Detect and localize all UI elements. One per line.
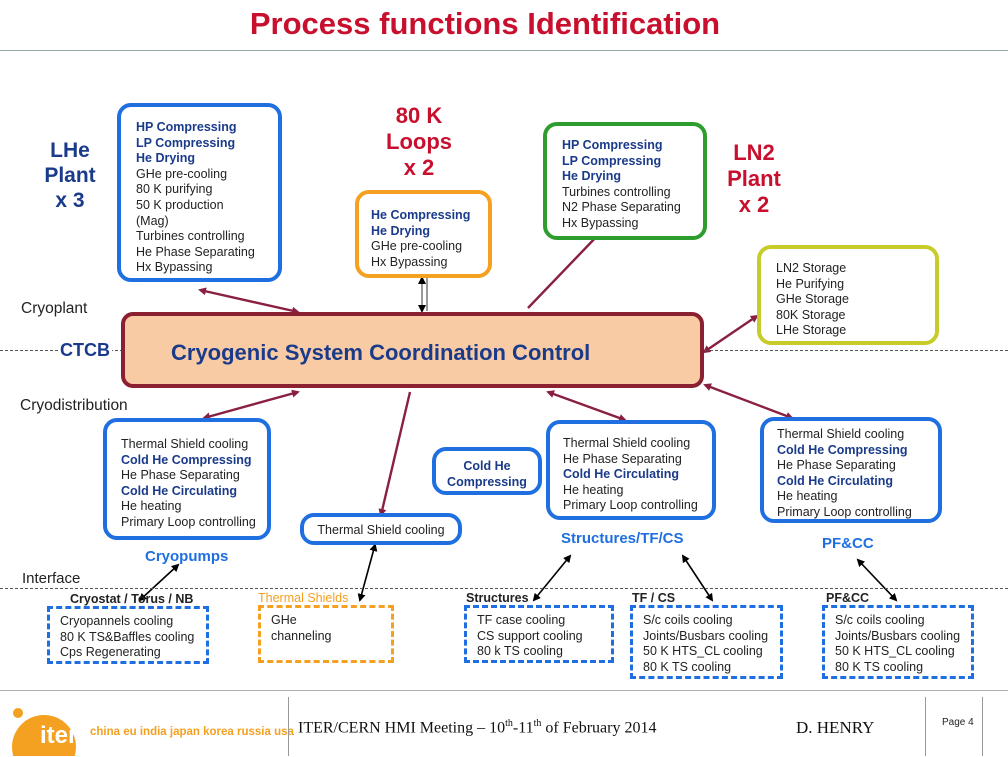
- coordination-control-box: Cryogenic System Coordination Control: [121, 312, 704, 388]
- storage-box: LN2 Storage He Purifying GHe Storage 80K…: [757, 245, 939, 345]
- arrow-center-distleft: [202, 389, 300, 421]
- cryodistribution-label: Cryodistribution: [20, 397, 128, 414]
- structures-tfcs-label: Structures/TF/CS: [561, 530, 684, 547]
- iface-cryostat-box: Cryopannels cooling 80 K TS&Baffles cool…: [47, 606, 209, 664]
- iface-tfcs-box: S/c coils cooling Joints/Busbars cooling…: [630, 605, 783, 679]
- iface-pfcc-header: PF&CC: [826, 591, 870, 605]
- coordination-control-label: Cryogenic System Coordination Control: [171, 340, 591, 365]
- arrow-ln2-center: [527, 231, 602, 309]
- page-number: Page 4: [942, 717, 974, 728]
- arrow-center-ts: [378, 391, 412, 517]
- lhe-plant-box: HP Compressing LP Compressing He Drying …: [117, 103, 282, 282]
- distribution-mid-box: Thermal Shield cooling He Phase Separati…: [546, 420, 716, 520]
- arrow-cryopumps-cryostat: [138, 563, 180, 602]
- iface-tfcs-header: TF / CS: [632, 591, 676, 605]
- arrow-lhe-center: [198, 287, 300, 315]
- cryopumps-label: Cryopumps: [145, 548, 229, 565]
- arrow-pfcc-iface: [856, 558, 898, 602]
- cryoplant-label: Cryoplant: [21, 300, 88, 317]
- arrow-center-distright: [703, 383, 794, 420]
- iter-logo-icon: [12, 708, 76, 756]
- arrow-ts-shields: [357, 543, 378, 602]
- cold-he-box: Cold He Compressing: [432, 447, 542, 495]
- page-number-box: Page 4: [925, 697, 983, 756]
- arrow-center-distmid: [546, 390, 627, 422]
- meeting-info: ITER/CERN HMI Meeting – 10th-11th of Feb…: [298, 718, 657, 737]
- pfcc-label: PF&CC: [822, 535, 874, 552]
- ctcb-label: CTCB: [58, 340, 112, 361]
- title-rule: [0, 50, 1008, 51]
- thermal-shield-box: Thermal Shield cooling: [300, 513, 462, 545]
- ln2-plant-box: HP Compressing LP Compressing He Drying …: [543, 122, 707, 240]
- iface-structures-header: Structures: [466, 591, 529, 605]
- distribution-right-box: Thermal Shield cooling Cold He Compressi…: [760, 417, 942, 523]
- arrow-stf-tfcs: [681, 554, 714, 602]
- iface-cryostat-header: Cryostat / Torus / NB: [70, 592, 194, 606]
- footer-bar: [0, 690, 1008, 757]
- loops-80k-box: He Compressing He Drying GHe pre-cooling…: [355, 190, 492, 278]
- arrow-storage-center: [702, 314, 759, 354]
- page-title: Process functions Identification: [249, 6, 721, 41]
- arrow-stf-structures: [532, 554, 572, 602]
- footer-divider: [288, 697, 289, 756]
- iface-shields-header: Thermal Shields: [258, 591, 349, 605]
- member-countries: china eu india japan korea russia usa: [90, 726, 294, 738]
- separator-interface: [0, 588, 1008, 589]
- interface-label: Interface: [22, 570, 81, 587]
- distribution-left-box: Thermal Shield cooling Cold He Compressi…: [103, 418, 271, 540]
- iface-shields-box: GHe channeling: [258, 605, 394, 663]
- iface-pfcc-box: S/c coils cooling Joints/Busbars cooling…: [822, 605, 974, 679]
- iter-logo-text: iter: [40, 722, 78, 749]
- iface-structures-box: TF case cooling CS support cooling 80 k …: [464, 605, 614, 663]
- author: D. HENRY: [796, 718, 875, 737]
